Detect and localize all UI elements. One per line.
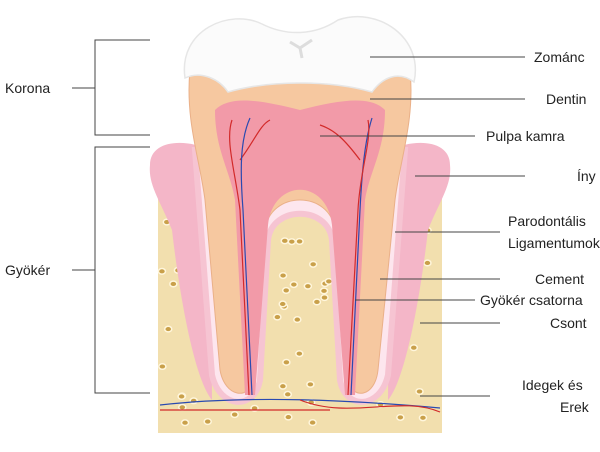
bone-pore [415, 387, 424, 396]
bone-pore [280, 237, 290, 245]
bone-pore [180, 419, 190, 427]
label-zomanc: Zománc [534, 49, 585, 65]
bone-pore [158, 362, 167, 371]
bone-pore [423, 259, 432, 267]
label-idegek-es: Idegek és [522, 377, 583, 393]
bone-pore [303, 282, 313, 290]
bone-pore [284, 413, 293, 421]
label-pulpa-kamra: Pulpa kamra [486, 128, 565, 144]
label-csont: Csont [550, 315, 587, 331]
bone-pore [295, 237, 304, 245]
bone-pore [278, 271, 288, 280]
bone-pore [396, 413, 405, 421]
label-gyoker: Gyökér [5, 262, 51, 278]
bone-pore [177, 392, 186, 401]
label-korona: Korona [5, 80, 51, 96]
leader-lines [72, 39, 525, 397]
bone-pore [293, 316, 302, 324]
bone-pore [312, 298, 322, 306]
label-erek: Erek [560, 399, 589, 415]
bone-pore [282, 358, 291, 366]
bone-pore [308, 419, 317, 427]
label-iny: Íny [577, 168, 596, 184]
bone-pore [230, 410, 239, 419]
bone-pore [169, 280, 178, 288]
bone-pore [308, 260, 318, 268]
bone-pore [287, 238, 297, 246]
bone-pore [273, 313, 282, 321]
bone-pore [409, 344, 419, 352]
label-gyoker-csatorna: Gyökér csatorna [480, 292, 583, 308]
bone-pore [319, 287, 329, 295]
pulp [215, 100, 385, 395]
bone-pore [320, 294, 329, 302]
bone-pore [418, 414, 428, 422]
bone-pore [281, 286, 291, 294]
enamel-fissure [289, 38, 313, 59]
blood-vessels [159, 117, 441, 413]
bone-pore [306, 380, 315, 388]
bone-pore [295, 350, 304, 358]
bone-pore [278, 300, 287, 308]
bone-pore [203, 417, 212, 426]
label-cement: Cement [535, 271, 585, 287]
bone-pore [164, 325, 173, 333]
bone-pore [289, 280, 299, 289]
label-dentin: Dentin [546, 91, 587, 107]
bone-pore [283, 390, 293, 398]
label-ligamentumok: Ligamentumok [508, 235, 600, 251]
bone-pore [278, 382, 288, 390]
label-parodontalis: Parodontális [508, 213, 586, 229]
bone-pore [157, 267, 167, 275]
bone-pore [178, 403, 187, 411]
